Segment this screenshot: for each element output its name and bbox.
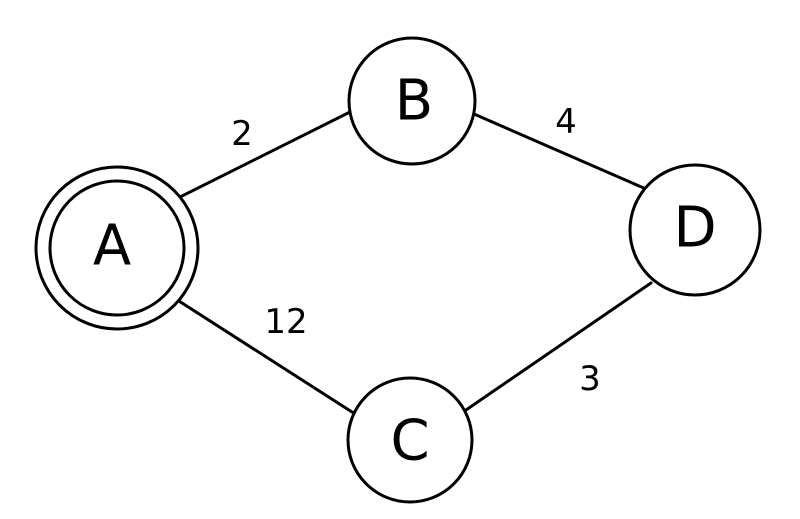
node-a-label: A — [93, 214, 131, 279]
node-d-label: D — [673, 196, 716, 261]
node-b-label: B — [395, 69, 433, 134]
edge-weight-c-d: 3 — [579, 359, 601, 399]
node-a: A — [34, 165, 200, 331]
edge-weight-a-b: 2 — [231, 114, 253, 154]
node-d-ring — [628, 163, 762, 297]
node-b-ring — [347, 36, 477, 166]
edge-b-d — [472, 112, 648, 191]
node-a-inner-ring — [48, 179, 186, 317]
edge-a-b — [166, 110, 352, 205]
edge-c-d — [464, 281, 653, 412]
node-d: D — [628, 163, 762, 297]
edge-a-c — [166, 292, 354, 414]
node-c-label: C — [390, 409, 429, 474]
node-c-ring — [346, 376, 474, 504]
edge-weight-a-c: 12 — [264, 302, 307, 342]
node-b: B — [347, 36, 477, 166]
node-c: C — [346, 376, 474, 504]
edge-weight-b-d: 4 — [555, 102, 577, 142]
